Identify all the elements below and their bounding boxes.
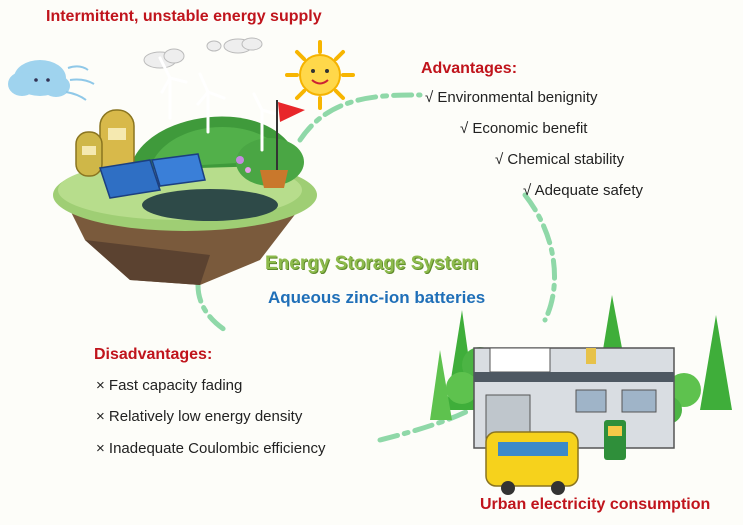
center-title: Energy Storage System: [265, 253, 479, 274]
city-buildings: [430, 295, 732, 495]
advantages-heading: Advantages:: [421, 60, 518, 77]
floating-island: [53, 56, 317, 285]
bottom-caption: Urban electricity consumption: [480, 496, 711, 513]
advantage-item: √ Adequate safety: [523, 182, 643, 199]
advantage-item: √ Environmental benignity: [425, 89, 598, 106]
disadvantage-item: × Fast capacity fading: [96, 377, 243, 394]
top-caption: Intermittent, unstable energy supply: [46, 8, 322, 25]
disadvantages-heading: Disadvantages:: [94, 346, 213, 363]
advantage-item: √ Chemical stability: [495, 151, 625, 168]
sun-icon: [285, 40, 355, 110]
center-subtitle: Aqueous zinc-ion batteries: [268, 288, 486, 307]
wind-cloud-icon: [8, 60, 95, 101]
white-clouds-icon: [143, 37, 263, 69]
advantage-item: √ Economic benefit: [460, 120, 588, 137]
disadvantage-item: × Inadequate Coulombic efficiency: [96, 440, 326, 457]
disadvantage-item: × Relatively low energy density: [96, 408, 303, 425]
